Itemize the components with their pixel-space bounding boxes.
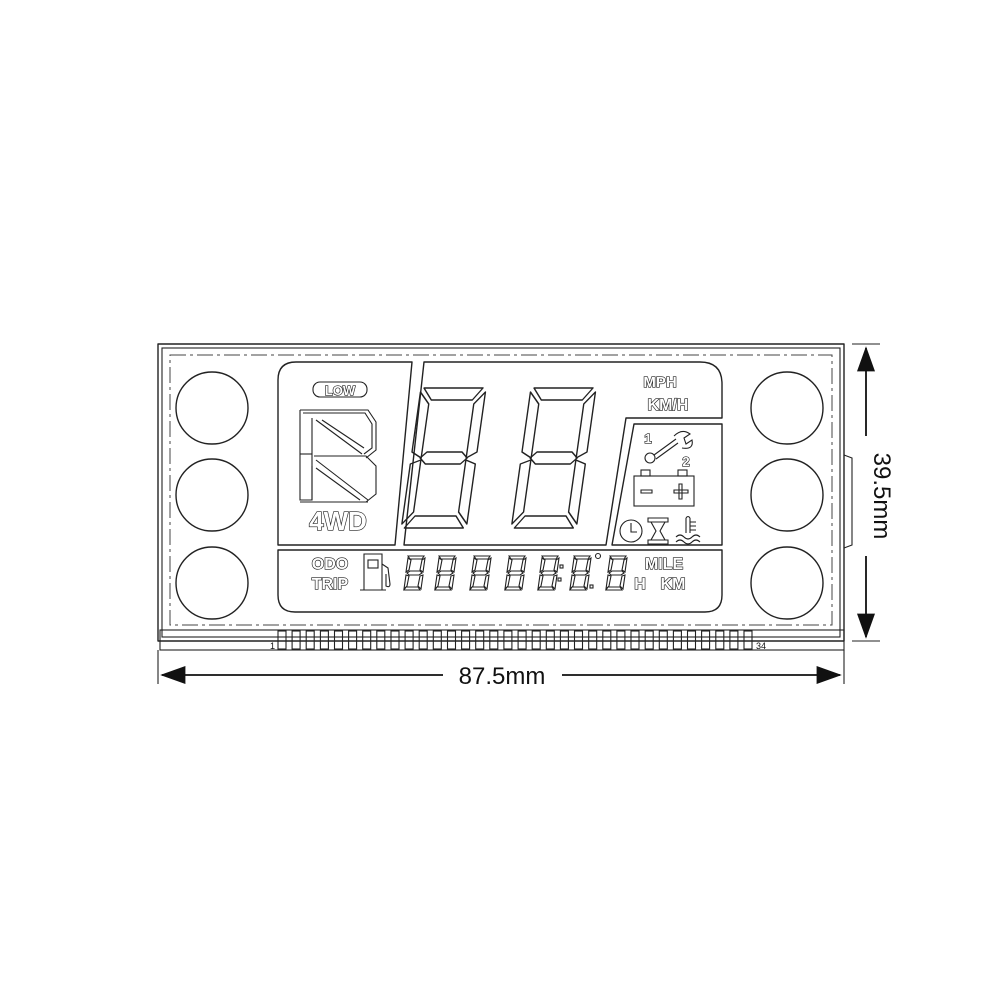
connector-pin bbox=[432, 630, 442, 650]
connector-pin bbox=[559, 630, 569, 650]
odometer-window bbox=[277, 549, 723, 613]
width-label: 87.5mm bbox=[459, 663, 546, 690]
connector-pin bbox=[489, 630, 499, 650]
speed-digit-2 bbox=[510, 387, 597, 529]
odometer-digit bbox=[434, 555, 457, 591]
mount-hole bbox=[175, 458, 249, 532]
4wd-label: 4WD bbox=[309, 506, 367, 536]
connector-pin bbox=[390, 630, 400, 650]
connector-pin bbox=[743, 630, 753, 650]
pin-connector: 1 34 bbox=[158, 629, 845, 651]
connector-pin bbox=[503, 630, 513, 650]
connector-pin bbox=[573, 630, 584, 650]
odometer-digit bbox=[569, 555, 592, 591]
connector-pin bbox=[319, 630, 329, 650]
connector-pin bbox=[446, 630, 457, 650]
odometer-digit bbox=[403, 555, 426, 591]
service-1-label: 1 bbox=[644, 431, 651, 446]
connector-pin bbox=[376, 630, 386, 650]
trip-label: TRIP bbox=[312, 576, 349, 593]
low-badge bbox=[312, 381, 368, 398]
connector-pin bbox=[588, 630, 598, 650]
wrench-icon bbox=[644, 430, 693, 464]
connector-pin bbox=[715, 630, 725, 650]
mount-hole bbox=[175, 546, 249, 620]
odometer-digit bbox=[469, 555, 492, 591]
km-label: KM bbox=[661, 576, 686, 593]
connector-pin bbox=[277, 630, 287, 650]
fuel-pump-icon bbox=[360, 553, 391, 591]
mount-hole bbox=[750, 458, 824, 532]
width-dimension: 87.5mm bbox=[157, 650, 845, 690]
pin-last-label: 34 bbox=[756, 641, 766, 651]
low-label: LOW bbox=[325, 383, 356, 398]
mile-label: MILE bbox=[645, 556, 684, 573]
gear-segment-digit bbox=[299, 409, 377, 503]
connector-pin bbox=[305, 630, 315, 650]
connector-pin bbox=[630, 630, 640, 650]
connector-pin bbox=[348, 630, 358, 650]
lcd-panel bbox=[277, 361, 723, 613]
odometer-decimal-point bbox=[589, 584, 594, 589]
connector-pin bbox=[672, 630, 682, 650]
module-outline bbox=[157, 343, 853, 642]
h-label: H bbox=[634, 576, 646, 593]
service-2-label: 2 bbox=[682, 454, 689, 469]
connector-pin bbox=[701, 630, 711, 650]
clock-icon bbox=[619, 519, 643, 543]
odometer-digit bbox=[504, 555, 527, 591]
odometer-colon bbox=[557, 564, 564, 582]
connector-pin bbox=[418, 630, 428, 650]
kmh-label: KM/H bbox=[648, 397, 689, 414]
hourglass-icon bbox=[647, 517, 669, 545]
pin-first-label: 1 bbox=[270, 641, 275, 651]
height-label: 39.5mm bbox=[868, 453, 895, 540]
warning-window bbox=[611, 423, 723, 546]
mount-hole bbox=[750, 546, 824, 620]
connector-pin bbox=[475, 630, 485, 650]
connector-pin bbox=[531, 630, 541, 650]
speed-window bbox=[403, 361, 723, 546]
connector-pin bbox=[616, 630, 626, 650]
mounting-holes-left bbox=[175, 371, 249, 620]
height-dimension: 39.5mm bbox=[852, 343, 895, 642]
connector-pin bbox=[545, 630, 555, 650]
connector-pin bbox=[686, 630, 697, 650]
odometer-digit bbox=[537, 555, 560, 591]
gear-indicator: LOW 4WD bbox=[299, 381, 377, 537]
connector-pin bbox=[602, 630, 612, 650]
connector-pin bbox=[291, 630, 301, 650]
connector-pin bbox=[729, 630, 739, 650]
service-indicator: 1 2 bbox=[644, 430, 693, 470]
mph-label: MPH bbox=[643, 374, 676, 391]
connector-pin bbox=[333, 630, 344, 650]
mount-hole bbox=[750, 371, 824, 445]
gear-window bbox=[277, 361, 413, 546]
connector-pin bbox=[517, 630, 527, 650]
battery-icon bbox=[633, 469, 695, 507]
mounting-holes-right bbox=[750, 371, 824, 620]
connector-pin bbox=[461, 630, 471, 650]
mount-hole bbox=[175, 371, 249, 445]
connector-pin bbox=[362, 630, 372, 650]
coolant-temp-icon bbox=[675, 515, 701, 545]
odometer-digit bbox=[605, 555, 628, 591]
connector-pin bbox=[658, 630, 668, 650]
connector-pin bbox=[404, 630, 414, 650]
connector-pin bbox=[644, 630, 654, 650]
degree-mark bbox=[594, 552, 602, 560]
odo-label: ODO bbox=[312, 556, 348, 573]
viewing-area bbox=[169, 354, 833, 626]
